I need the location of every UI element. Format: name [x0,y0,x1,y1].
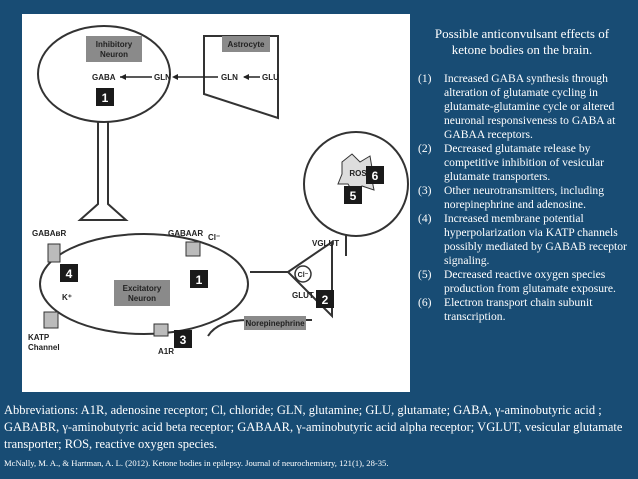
effect-item: (5) Decreased reactive oxygen species pr… [418,268,616,295]
marker-4 [60,264,78,282]
marker-1-lower [190,270,208,288]
gaba-top-label: GABA [92,73,116,82]
gabab-r-label: GABAʙR [32,229,66,238]
vglut-terminal [286,240,333,319]
a1-r-label: A1R [158,347,174,356]
gabab-receptor [47,243,61,263]
norepinephrine-label: Norepinephrine [245,319,305,328]
gln-top-label: GLN [154,73,171,82]
marker-4-text: 4 [66,267,73,281]
inhibitory-neuron-body [37,25,171,123]
a1-receptor [153,323,169,337]
vesicle [294,265,312,283]
gabaa-r-label: GABAAR [168,229,203,238]
effect-item: (2)Decreased glutamate release by compet… [418,142,605,183]
marker-5 [344,186,362,204]
marker-2-text: 2 [322,293,329,307]
citation-text: McNally, M. A., & Hartman, A. L. (2012).… [4,458,389,468]
marker-1-top [96,88,114,106]
abbreviations-text: Abbreviations: A1R, adenosine receptor; … [4,403,623,451]
marker-6-text: 6 [372,169,379,183]
marker-6 [366,166,384,184]
effect-item: (6)Electron transport chain subunit tran… [418,296,593,323]
marker-2 [316,290,334,308]
arrowhead [120,74,126,80]
marker-3 [174,330,192,348]
effect-item: (3)Other neurotransmitters, including no… [418,184,605,211]
astrocyte-box [222,36,270,52]
astrocyte-label: Astrocyte [228,40,265,49]
marker-1-lower-text: 1 [196,273,203,287]
glut-label: GLUT [292,291,314,300]
inhibitory-neuron-box [86,36,142,62]
norepinephrine-box [244,316,306,330]
excitatory-neuron-body [39,233,249,335]
vglut-label: VGLUT [312,239,339,248]
marker-5-text: 5 [350,189,357,203]
excitatory-neuron-box [114,280,170,306]
marker-3-text: 3 [180,333,187,347]
cl-vglut-label: Cl⁻ [298,272,309,279]
ros-cell [303,131,409,237]
k-plus-label: K⁺ [62,293,72,302]
effect-item: (4)Increased membrane potential hyperpol… [418,212,627,267]
ros-label: ROS [349,169,367,178]
arrowhead [172,74,178,80]
glu-astro-label: GLU [262,73,279,82]
gabaa-receptor [185,241,201,257]
arrowhead [243,74,249,80]
effect-item: (1)Increased GABA synthesis through alte… [418,72,616,141]
marker-1-top-text: 1 [102,91,109,105]
effects-list: (1)Increased GABA synthesis through alte… [418,72,632,324]
katp-channel [43,311,59,329]
effects-title: Possible anticonvulsant effects of keton… [434,26,610,57]
gln-astro-label: GLN [221,73,238,82]
inhibitory-axon [77,121,129,221]
cl-top-label: Cl⁻ [208,233,220,242]
